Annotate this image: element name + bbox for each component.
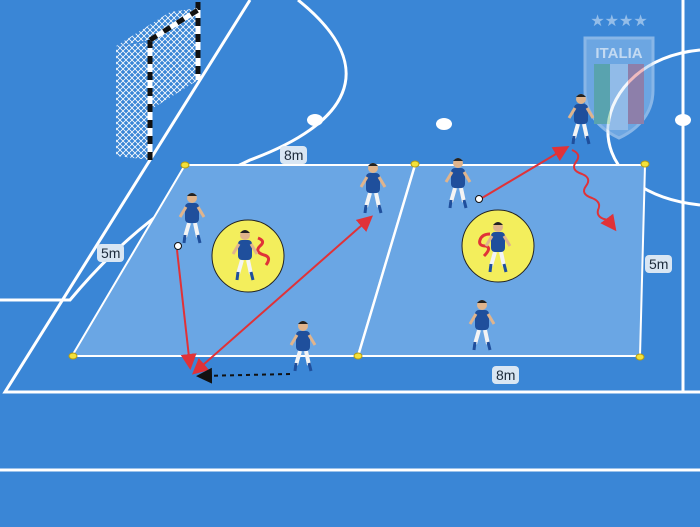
penalty-spot xyxy=(307,114,323,126)
measure-left-height: 5m xyxy=(97,244,125,262)
measure-top-width: 8m xyxy=(280,146,308,164)
measure-bottom-width: 8m xyxy=(492,366,520,384)
player-icon xyxy=(484,222,512,273)
player-icon xyxy=(567,94,595,145)
players xyxy=(178,94,595,372)
measure-right-height: 5m xyxy=(645,255,673,273)
logo-shield-icon xyxy=(583,36,655,140)
run-arrow xyxy=(196,367,291,384)
logo-stars: ★★★★ xyxy=(590,13,647,30)
goal-net-icon xyxy=(116,2,201,160)
player-icon xyxy=(231,230,259,281)
player-icon xyxy=(444,158,472,209)
court-lines xyxy=(0,0,700,472)
second-penalty-spot xyxy=(436,118,452,130)
player-icon xyxy=(359,163,387,214)
player-icon xyxy=(468,300,496,351)
center-spot xyxy=(675,114,691,126)
ball-icon xyxy=(174,195,483,250)
player-icon xyxy=(178,193,206,244)
player-icon xyxy=(289,321,317,372)
pass-arrows xyxy=(176,145,617,375)
logo-text: ITALIA xyxy=(595,45,642,62)
